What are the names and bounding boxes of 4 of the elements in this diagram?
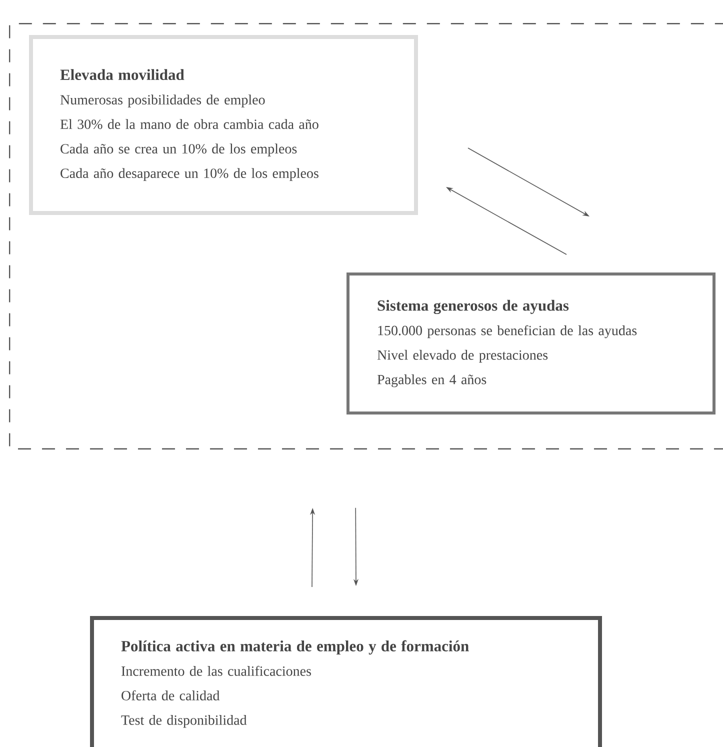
dashed-frame <box>9 23 723 450</box>
info-box: Política activa en materia de empleo y de formación Incremento de las cualificaciones Oferta de calidad Test de disponibilidad <box>90 616 602 747</box>
info-box: Sistema generosos de ayudas 150.000 personas se benefician de las ayudas Nivel elevado de prestaciones Pagables en 4 años <box>346 272 716 414</box>
info-box: Elevada movilidad Numerosas posibilidades de empleo El 30% de la mano de obra cambia cada año Cada año se crea un 10% de los empleos Cada año desaparece un 10% de los empleos <box>29 35 418 215</box>
